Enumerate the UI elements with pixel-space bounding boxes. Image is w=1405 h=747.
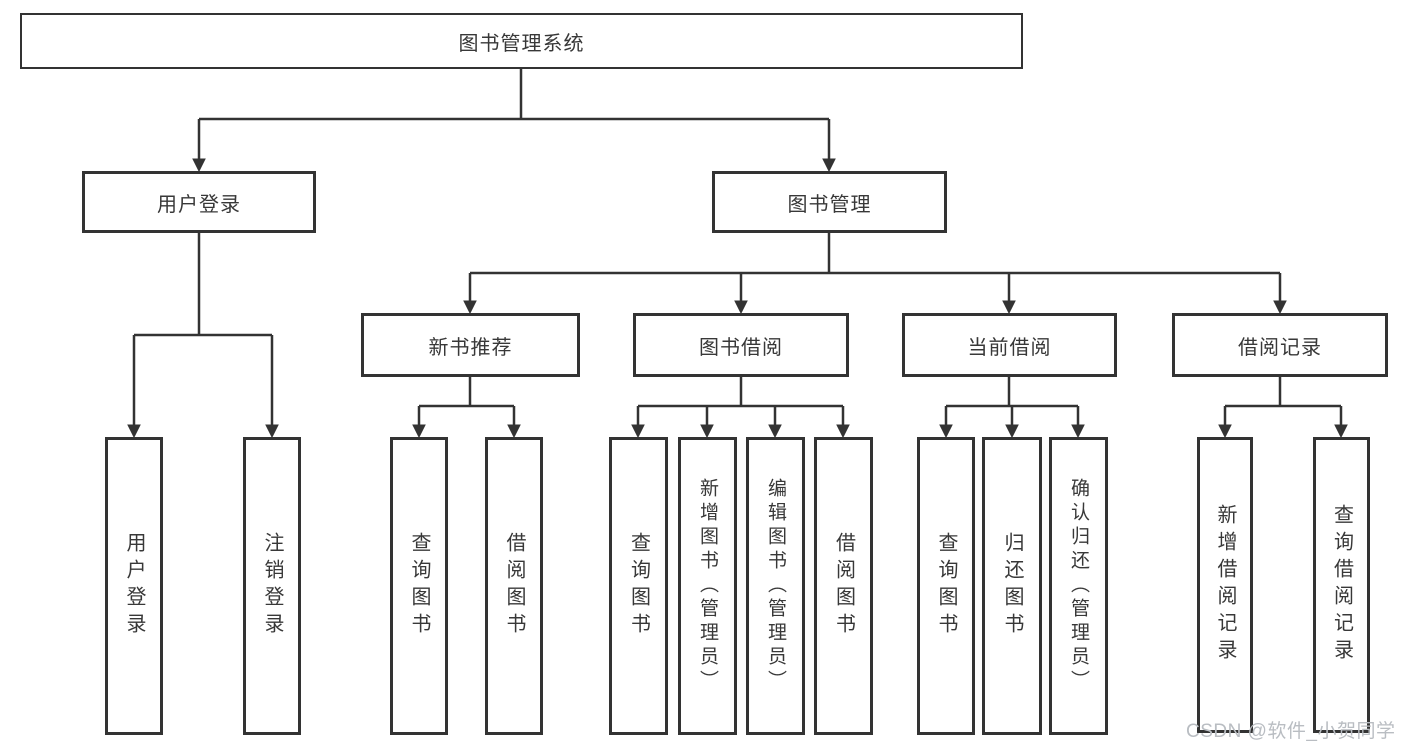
leaf-add-book-admin-label: 新增图书（管理员） — [697, 478, 718, 694]
leaf-query-borrow-record: 查询借阅记录 — [1313, 437, 1370, 733]
leaf-query-books-current-label: 查询图书 — [935, 532, 957, 640]
node-current-borrow-label: 当前借阅 — [967, 336, 1052, 359]
node-root-label: 图书管理系统 — [458, 32, 585, 55]
leaf-confirm-return-admin-label: 确认归还（管理员） — [1068, 478, 1089, 694]
leaf-user-login-label: 用户登录 — [123, 532, 145, 640]
node-book-borrow: 图书借阅 — [633, 313, 849, 377]
node-borrow-records: 借阅记录 — [1172, 313, 1388, 377]
node-borrow-records-label: 借阅记录 — [1238, 336, 1322, 359]
leaf-return-books: 归还图书 — [982, 437, 1042, 735]
node-new-book-recommend-label: 新书推荐 — [428, 336, 513, 359]
leaf-add-borrow-record: 新增借阅记录 — [1197, 437, 1253, 733]
leaf-borrow-books-recommend: 借阅图书 — [485, 437, 543, 735]
leaf-query-books-current: 查询图书 — [917, 437, 975, 735]
node-current-borrow: 当前借阅 — [902, 313, 1117, 377]
leaf-query-borrow-record-label: 查询借阅记录 — [1330, 504, 1353, 666]
leaf-query-books-recommend-label: 查询图书 — [408, 532, 430, 640]
leaf-logout: 注销登录 — [243, 437, 301, 735]
node-book-borrow-label: 图书借阅 — [699, 336, 783, 359]
leaf-logout-label: 注销登录 — [261, 532, 283, 640]
leaf-query-books-borrow: 查询图书 — [609, 437, 668, 735]
leaf-query-books-recommend: 查询图书 — [390, 437, 448, 735]
leaf-add-book-admin: 新增图书（管理员） — [678, 437, 737, 735]
node-user-login: 用户登录 — [82, 171, 316, 233]
node-book-management: 图书管理 — [712, 171, 947, 233]
leaf-borrow-books: 借阅图书 — [814, 437, 873, 735]
leaf-return-books-label: 归还图书 — [1001, 532, 1023, 640]
leaf-user-login: 用户登录 — [105, 437, 163, 735]
leaf-confirm-return-admin: 确认归还（管理员） — [1049, 437, 1108, 735]
leaf-edit-book-admin: 编辑图书（管理员） — [746, 437, 805, 735]
csdn-watermark: CSDN @软件_小贺同学 — [1186, 721, 1396, 742]
leaf-query-books-borrow-label: 查询图书 — [627, 532, 650, 640]
leaf-borrow-books-label: 借阅图书 — [832, 532, 855, 640]
node-book-management-label: 图书管理 — [787, 193, 872, 216]
node-user-login-label: 用户登录 — [157, 193, 241, 216]
leaf-edit-book-admin-label: 编辑图书（管理员） — [765, 478, 786, 694]
node-new-book-recommend: 新书推荐 — [361, 313, 580, 377]
node-root: 图书管理系统 — [20, 13, 1023, 69]
leaf-add-borrow-record-label: 新增借阅记录 — [1214, 504, 1236, 666]
leaf-borrow-books-recommend-label: 借阅图书 — [503, 532, 525, 640]
